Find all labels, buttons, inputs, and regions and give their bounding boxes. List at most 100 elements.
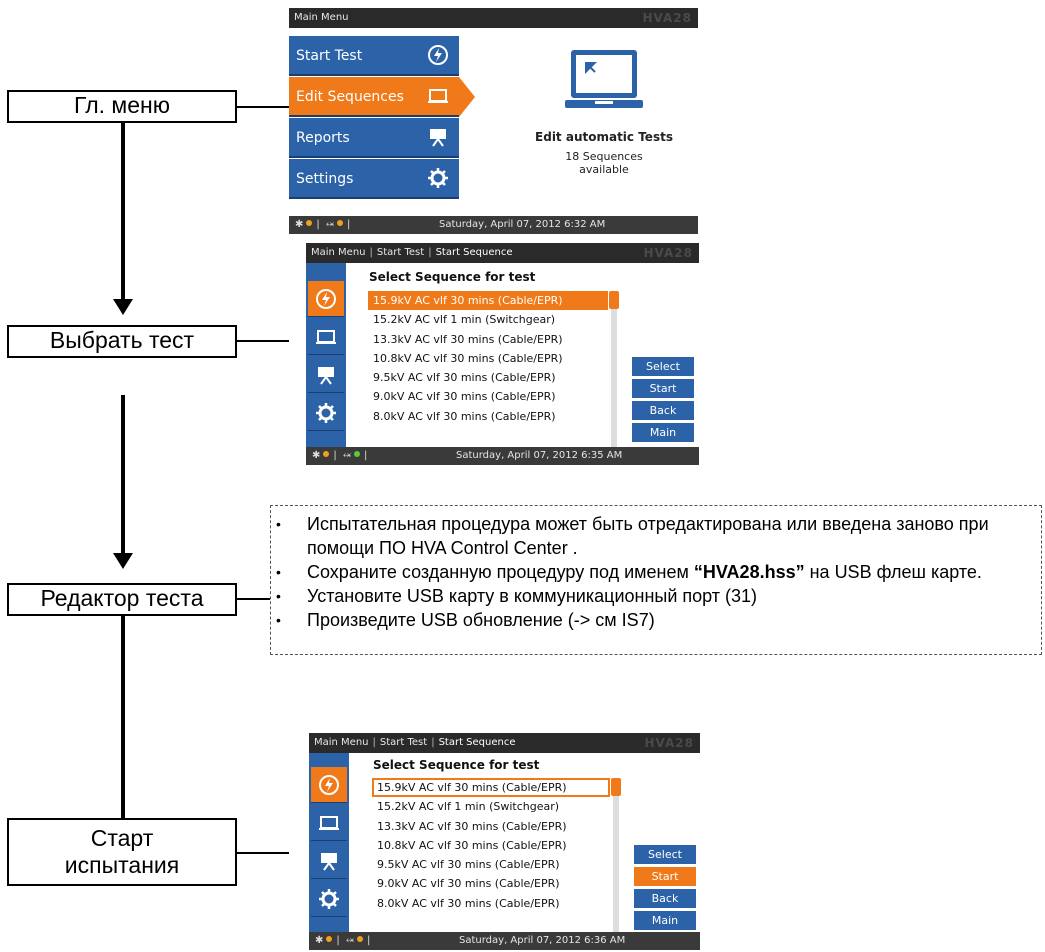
- sequence-item[interactable]: 15.2kV AC vlf 1 min (Switchgear): [373, 313, 556, 327]
- sequence-item[interactable]: 13.3kV AC vlf 30 mins (Cable/EPR): [373, 332, 563, 346]
- flow-step-label-line2: испытания: [64, 852, 180, 878]
- sequence-item[interactable]: 9.5kV AC vlf 30 mins (Cable/EPR): [373, 371, 556, 385]
- start-button[interactable]: Start: [634, 867, 696, 887]
- flow-arrowhead: [113, 553, 133, 569]
- start-sequence-screen: Main Menu|Start Test|Start Sequence HVA2…: [306, 243, 699, 465]
- preview-available: available: [579, 163, 629, 176]
- note-item: Испытательная процедура может быть отред…: [276, 512, 1031, 560]
- flow-step-start-test: Старт испытания: [7, 818, 237, 886]
- back-button[interactable]: Back: [634, 889, 696, 909]
- brand-logo: HVA28: [644, 736, 694, 750]
- status-datetime: Saturday, April 07, 2012 6:35 AM: [456, 450, 623, 461]
- menu-item-edit-sequences[interactable]: Edit Sequences: [289, 77, 475, 117]
- bluetooth-icon: ✱: [315, 935, 324, 946]
- breadcrumb-item[interactable]: Main Menu: [314, 737, 369, 748]
- connector-line: [237, 598, 270, 600]
- preview-count: 18 Sequences: [565, 150, 643, 163]
- edit-sequences-nav-laptop-icon[interactable]: [311, 805, 347, 841]
- note-item: Установите USB карту в коммуникационный …: [276, 584, 1031, 608]
- side-nav: [306, 263, 346, 447]
- menu-item-settings[interactable]: Settings: [289, 159, 459, 199]
- bluetooth-icon: ✱: [312, 450, 321, 461]
- note-text: Сохраните созданную процедуру под именем: [307, 562, 694, 582]
- status-icons: ✱| ⬾|: [312, 450, 368, 461]
- laptop-illustration-icon: [565, 50, 643, 108]
- report-easel-icon: [427, 126, 449, 148]
- breadcrumb-item[interactable]: Start Test: [379, 737, 428, 748]
- screen-body: Start Test Edit Sequences Reports Settin…: [289, 28, 698, 216]
- sequence-item[interactable]: 9.0kV AC vlf 30 mins (Cable/EPR): [373, 390, 556, 404]
- note-item: Произведите USB обновление (-> см IS7): [276, 608, 1031, 632]
- scrollbar[interactable]: [609, 291, 619, 457]
- select-button[interactable]: Select: [634, 845, 696, 865]
- flow-step-label: Редактор теста: [40, 585, 204, 611]
- brand-logo: HVA28: [643, 246, 693, 260]
- breadcrumb-item[interactable]: Start Test: [376, 247, 425, 258]
- menu-item-reports[interactable]: Reports: [289, 118, 459, 158]
- sequence-item[interactable]: 9.5kV AC vlf 30 mins (Cable/EPR): [377, 858, 560, 872]
- preview-title: Edit automatic Tests: [535, 130, 673, 144]
- reports-nav-easel-icon[interactable]: [308, 357, 344, 393]
- note-item: Сохраните созданную процедуру под именем…: [276, 560, 1031, 584]
- flow-arrowhead: [113, 299, 133, 315]
- sequence-item[interactable]: 15.9kV AC vlf 30 mins (Cable/EPR): [372, 778, 610, 798]
- menu-item-start-test[interactable]: Start Test: [289, 36, 459, 76]
- sequence-list: 15.9kV AC vlf 30 mins (Cable/EPR) 15.2kV…: [368, 291, 608, 426]
- sequence-item[interactable]: 15.9kV AC vlf 30 mins (Cable/EPR): [368, 291, 608, 311]
- usb-icon: ⬾: [345, 935, 354, 946]
- bluetooth-icon: ✱: [295, 219, 304, 230]
- scrollbar-thumb[interactable]: [611, 778, 621, 796]
- start-button[interactable]: Start: [632, 379, 694, 399]
- status-bar: ✱| ⬾| Saturday, April 07, 2012 6:32 AM: [289, 216, 698, 234]
- menu-item-label: Edit Sequences: [296, 89, 404, 105]
- flow-step-main-menu: Гл. меню: [7, 90, 237, 123]
- side-nav: [309, 753, 349, 932]
- sequence-item[interactable]: 9.0kV AC vlf 30 mins (Cable/EPR): [377, 877, 560, 891]
- flow-step-label: Выбрать тест: [49, 327, 195, 353]
- breadcrumb: Main Menu|Start Test|Start Sequence HVA2…: [309, 733, 700, 753]
- flow-step-select-test: Выбрать тест: [7, 325, 237, 358]
- flow-arrow-line: [121, 616, 125, 844]
- gear-icon: [427, 167, 449, 189]
- status-datetime: Saturday, April 07, 2012 6:36 AM: [459, 935, 626, 946]
- screen-title: Main Menu: [294, 12, 349, 23]
- usb-icon: ⬾: [325, 219, 334, 230]
- note-filename: “HVA28.hss”: [693, 562, 805, 582]
- status-icons: ✱| ⬾|: [295, 219, 351, 230]
- breadcrumb-item[interactable]: Main Menu: [311, 247, 366, 258]
- start-test-nav-lightning-icon[interactable]: [311, 767, 347, 803]
- menu-item-label: Settings: [296, 171, 354, 187]
- main-button[interactable]: Main: [632, 423, 694, 443]
- bluetooth-status-dot: [326, 936, 333, 942]
- edit-sequences-nav-laptop-icon[interactable]: [308, 319, 344, 355]
- sequence-item[interactable]: 10.8kV AC vlf 30 mins (Cable/EPR): [377, 838, 567, 852]
- status-icons: ✱| ⬾|: [315, 935, 371, 946]
- main-button[interactable]: Main: [634, 911, 696, 931]
- start-test-nav-lightning-icon[interactable]: [308, 281, 344, 317]
- sequence-item[interactable]: 8.0kV AC vlf 30 mins (Cable/EPR): [373, 409, 556, 423]
- sequence-heading: Select Sequence for test: [373, 758, 540, 772]
- start-sequence-screen-start: Main Menu|Start Test|Start Sequence HVA2…: [309, 733, 700, 950]
- preview-panel: Edit automatic Tests 18 Sequences availa…: [509, 46, 699, 176]
- sequence-item[interactable]: 8.0kV AC vlf 30 mins (Cable/EPR): [377, 896, 560, 910]
- notes-box: Испытательная процедура может быть отред…: [270, 505, 1042, 655]
- usb-status-dot: [356, 936, 363, 942]
- settings-nav-gear-icon[interactable]: [308, 395, 344, 431]
- sequence-item[interactable]: 13.3kV AC vlf 30 mins (Cable/EPR): [377, 819, 567, 833]
- scrollbar-thumb[interactable]: [609, 291, 619, 309]
- select-button[interactable]: Select: [632, 357, 694, 377]
- status-bar: ✱| ⬾| Saturday, April 07, 2012 6:36 AM: [309, 932, 700, 950]
- scrollbar[interactable]: [611, 778, 621, 943]
- sequence-item[interactable]: 15.2kV AC vlf 1 min (Switchgear): [377, 800, 560, 814]
- back-button[interactable]: Back: [632, 401, 694, 421]
- lightning-icon: [427, 44, 449, 66]
- sequence-item[interactable]: 10.8kV AC vlf 30 mins (Cable/EPR): [373, 351, 563, 365]
- settings-nav-gear-icon[interactable]: [311, 881, 347, 917]
- reports-nav-easel-icon[interactable]: [311, 843, 347, 879]
- connector-line: [237, 852, 289, 854]
- bluetooth-status-dot: [323, 451, 330, 457]
- flow-arrow-line: [121, 123, 125, 301]
- brand-logo: HVA28: [642, 11, 692, 25]
- connector-line: [237, 340, 289, 342]
- menu-item-label: Reports: [296, 130, 350, 146]
